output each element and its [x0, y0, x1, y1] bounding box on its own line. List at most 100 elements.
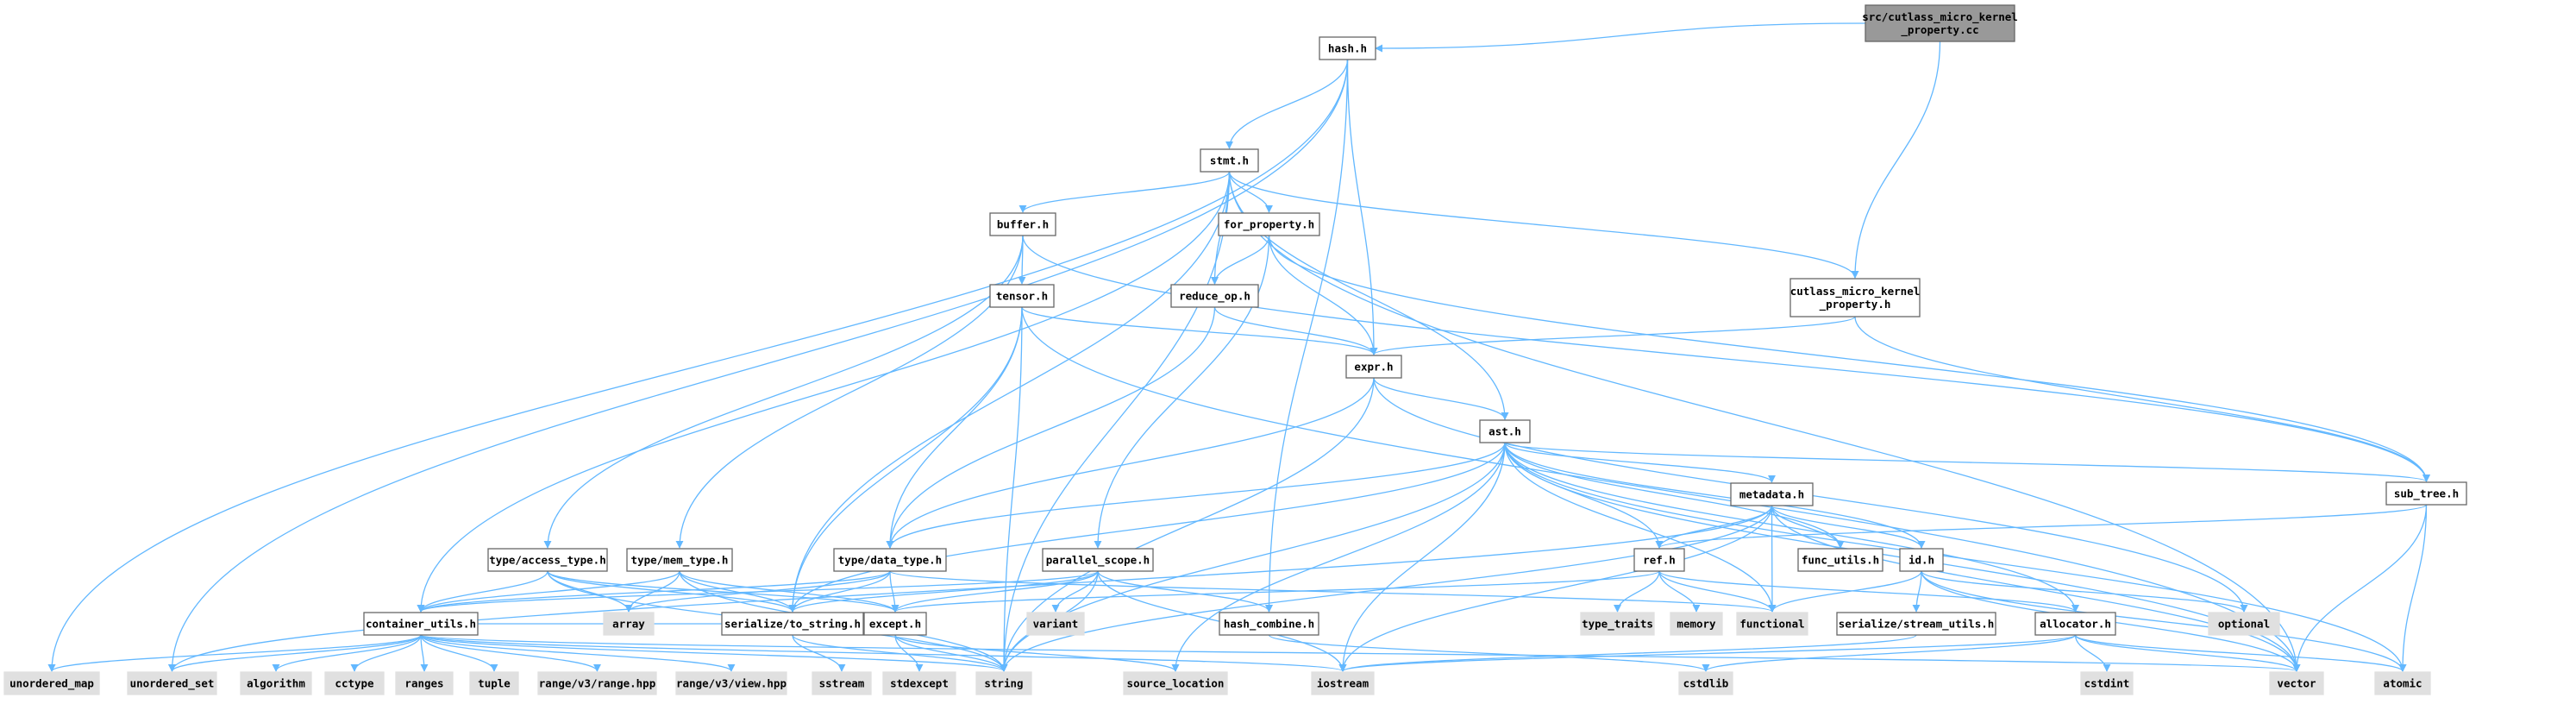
edge-allocator-h-to-cstdint	[2074, 634, 2111, 672]
edge-container-utils-h-to-ranges	[420, 634, 429, 672]
node-label: unordered_map	[9, 677, 94, 691]
node-cstdint: cstdint	[2080, 671, 2134, 695]
node-stmt-h[interactable]: stmt.h	[1200, 148, 1259, 173]
node-label: ast.h	[1489, 425, 1521, 438]
edge-tensor-h-to-serialize-h	[788, 306, 1023, 613]
node-box	[469, 671, 519, 695]
edge-tensor-h-to-string	[1000, 306, 1023, 672]
node-box	[1797, 548, 1883, 572]
node-box	[1730, 482, 1814, 506]
node-id-h[interactable]: id.h	[1899, 548, 1944, 572]
node-sub-tree-h[interactable]: sub_tree.h	[2385, 481, 2467, 506]
edge-except-h-to-string	[894, 634, 1008, 672]
node-label: stdexcept	[890, 677, 949, 690]
node-label: type/data_type.h	[838, 554, 942, 568]
edge-id-h-to-atomic	[1921, 570, 2407, 672]
edge-id-h-to-functional	[1768, 570, 1922, 613]
node-ast-h[interactable]: ast.h	[1479, 419, 1531, 443]
node-label: stmt.h	[1210, 154, 1249, 167]
node-label: allocator.h	[2040, 618, 2111, 631]
node-iostream: iostream	[1311, 671, 1375, 695]
node-box	[324, 671, 385, 695]
node-box	[1479, 419, 1531, 443]
node-ref-h[interactable]: ref.h	[1633, 548, 1685, 572]
node-source-location: source_location	[1123, 671, 1228, 695]
edge-stmt-h-to-cutlass-prop-h	[1228, 171, 1859, 279]
edge-parallel-scope-h-to-serialize-h	[788, 570, 1099, 613]
node-label: string	[984, 677, 1023, 690]
node-box	[1678, 671, 1733, 695]
edge-id-h-to-optional	[1921, 570, 2248, 613]
edge-allocator-h-to-vector	[2074, 634, 2301, 672]
node-expr-h[interactable]: expr.h	[1345, 355, 1402, 379]
node-cctype: cctype	[324, 671, 385, 695]
node-box	[2269, 671, 2324, 695]
edge-buffer-h-to-access-type-h	[543, 235, 1024, 549]
edge-data-type-h-to-container-utils-h	[417, 570, 891, 613]
node-label: tuple	[478, 677, 511, 690]
edge-data-type-h-to-except-h	[889, 570, 899, 613]
node-func-utils-h[interactable]: func_utils.h	[1797, 548, 1883, 572]
node-for-property-h[interactable]: for_property.h	[1218, 212, 1320, 236]
edge-access-type-h-to-except-h	[547, 570, 899, 613]
edge-stmt-h-to-container-utils-h	[417, 171, 1231, 613]
node-buffer-h[interactable]: buffer.h	[989, 212, 1056, 236]
node-label: serialize/stream_utils.h	[1839, 618, 1995, 632]
node-container-utils-h[interactable]: container_utils.h	[363, 612, 479, 636]
edge-for-property-h-to-sub-tree-h	[1268, 235, 2430, 482]
node-label: range/v3/view.hpp	[676, 677, 787, 690]
node-hash-combine-h[interactable]: hash_combine.h	[1219, 612, 1319, 636]
node-except-h[interactable]: except.h	[863, 612, 927, 636]
node-box	[1670, 612, 1723, 636]
edge-tensor-h-to-expr-h	[1021, 306, 1378, 355]
node-box	[2080, 671, 2134, 695]
edge-metadata-h-to-ref-h	[1655, 505, 1773, 549]
node-box	[1170, 284, 1259, 308]
node-unordered-set: unordered_set	[127, 671, 217, 695]
node-root[interactable]: src/cutlass_micro_kernel_property.cc	[1862, 4, 2018, 42]
node-mem-type-h[interactable]: type/mem_type.h	[626, 548, 733, 572]
node-box	[3, 671, 100, 695]
node-metadata-h[interactable]: metadata.h	[1730, 482, 1814, 506]
node-data-type-h[interactable]: type/data_type.h	[833, 548, 947, 572]
node-box	[487, 548, 608, 572]
node-box	[1311, 671, 1375, 695]
edge-ast-h-to-atomic	[1504, 442, 2407, 672]
node-parallel-scope-h[interactable]: parallel_scope.h	[1042, 548, 1154, 572]
edge-metadata-h-to-functional	[1768, 505, 1777, 613]
node-sstream: sstream	[812, 671, 872, 695]
edge-container-utils-h-to-cctype	[350, 634, 422, 672]
node-box	[675, 671, 787, 695]
node-box	[1633, 548, 1685, 572]
node-box	[1789, 278, 1921, 317]
edge-metadata-h-to-unordered-set	[168, 505, 1773, 672]
node-tensor-h[interactable]: tensor.h	[989, 284, 1055, 308]
node-stream-utils-h[interactable]: serialize/stream_utils.h	[1836, 612, 1996, 636]
edge-hash-h-to-expr-h	[1346, 59, 1378, 355]
node-label: metadata.h	[1739, 488, 1804, 501]
edge-serialize-h-to-sstream	[792, 634, 846, 672]
node-label: cutlass_micro_kernel	[1790, 285, 1921, 299]
edge-reduce-op-h-to-data-type-h	[886, 306, 1216, 549]
node-box	[1219, 612, 1319, 636]
node-cutlass-prop-h[interactable]: cutlass_micro_kernel_property.h	[1789, 278, 1921, 317]
node-hash-h[interactable]: hash.h	[1319, 36, 1376, 60]
node-optional: optional	[2208, 612, 2280, 636]
node-label: buffer.h	[997, 218, 1049, 231]
edge-stmt-h-to-ast-h	[1228, 171, 1509, 420]
node-access-type-h[interactable]: type/access_type.h	[487, 548, 608, 572]
node-label: except.h	[869, 618, 921, 631]
edge-stmt-h-to-serialize-h	[788, 171, 1231, 613]
node-reduce-op-h[interactable]: reduce_op.h	[1170, 284, 1259, 308]
edge-ref-h-to-type-traits	[1613, 570, 1660, 613]
node-allocator-h[interactable]: allocator.h	[2034, 612, 2116, 636]
node-string: string	[975, 671, 1032, 695]
edge-parallel-scope-h-to-hash-combine-h	[1097, 570, 1273, 613]
edge-container-utils-h-to-unordered-set	[168, 634, 422, 672]
node-box	[127, 671, 217, 695]
node-box	[363, 612, 479, 636]
edge-expr-h-to-ast-h	[1373, 377, 1509, 420]
node-box	[395, 671, 454, 695]
node-serialize-h[interactable]: serialize/to_string.h	[721, 612, 864, 636]
